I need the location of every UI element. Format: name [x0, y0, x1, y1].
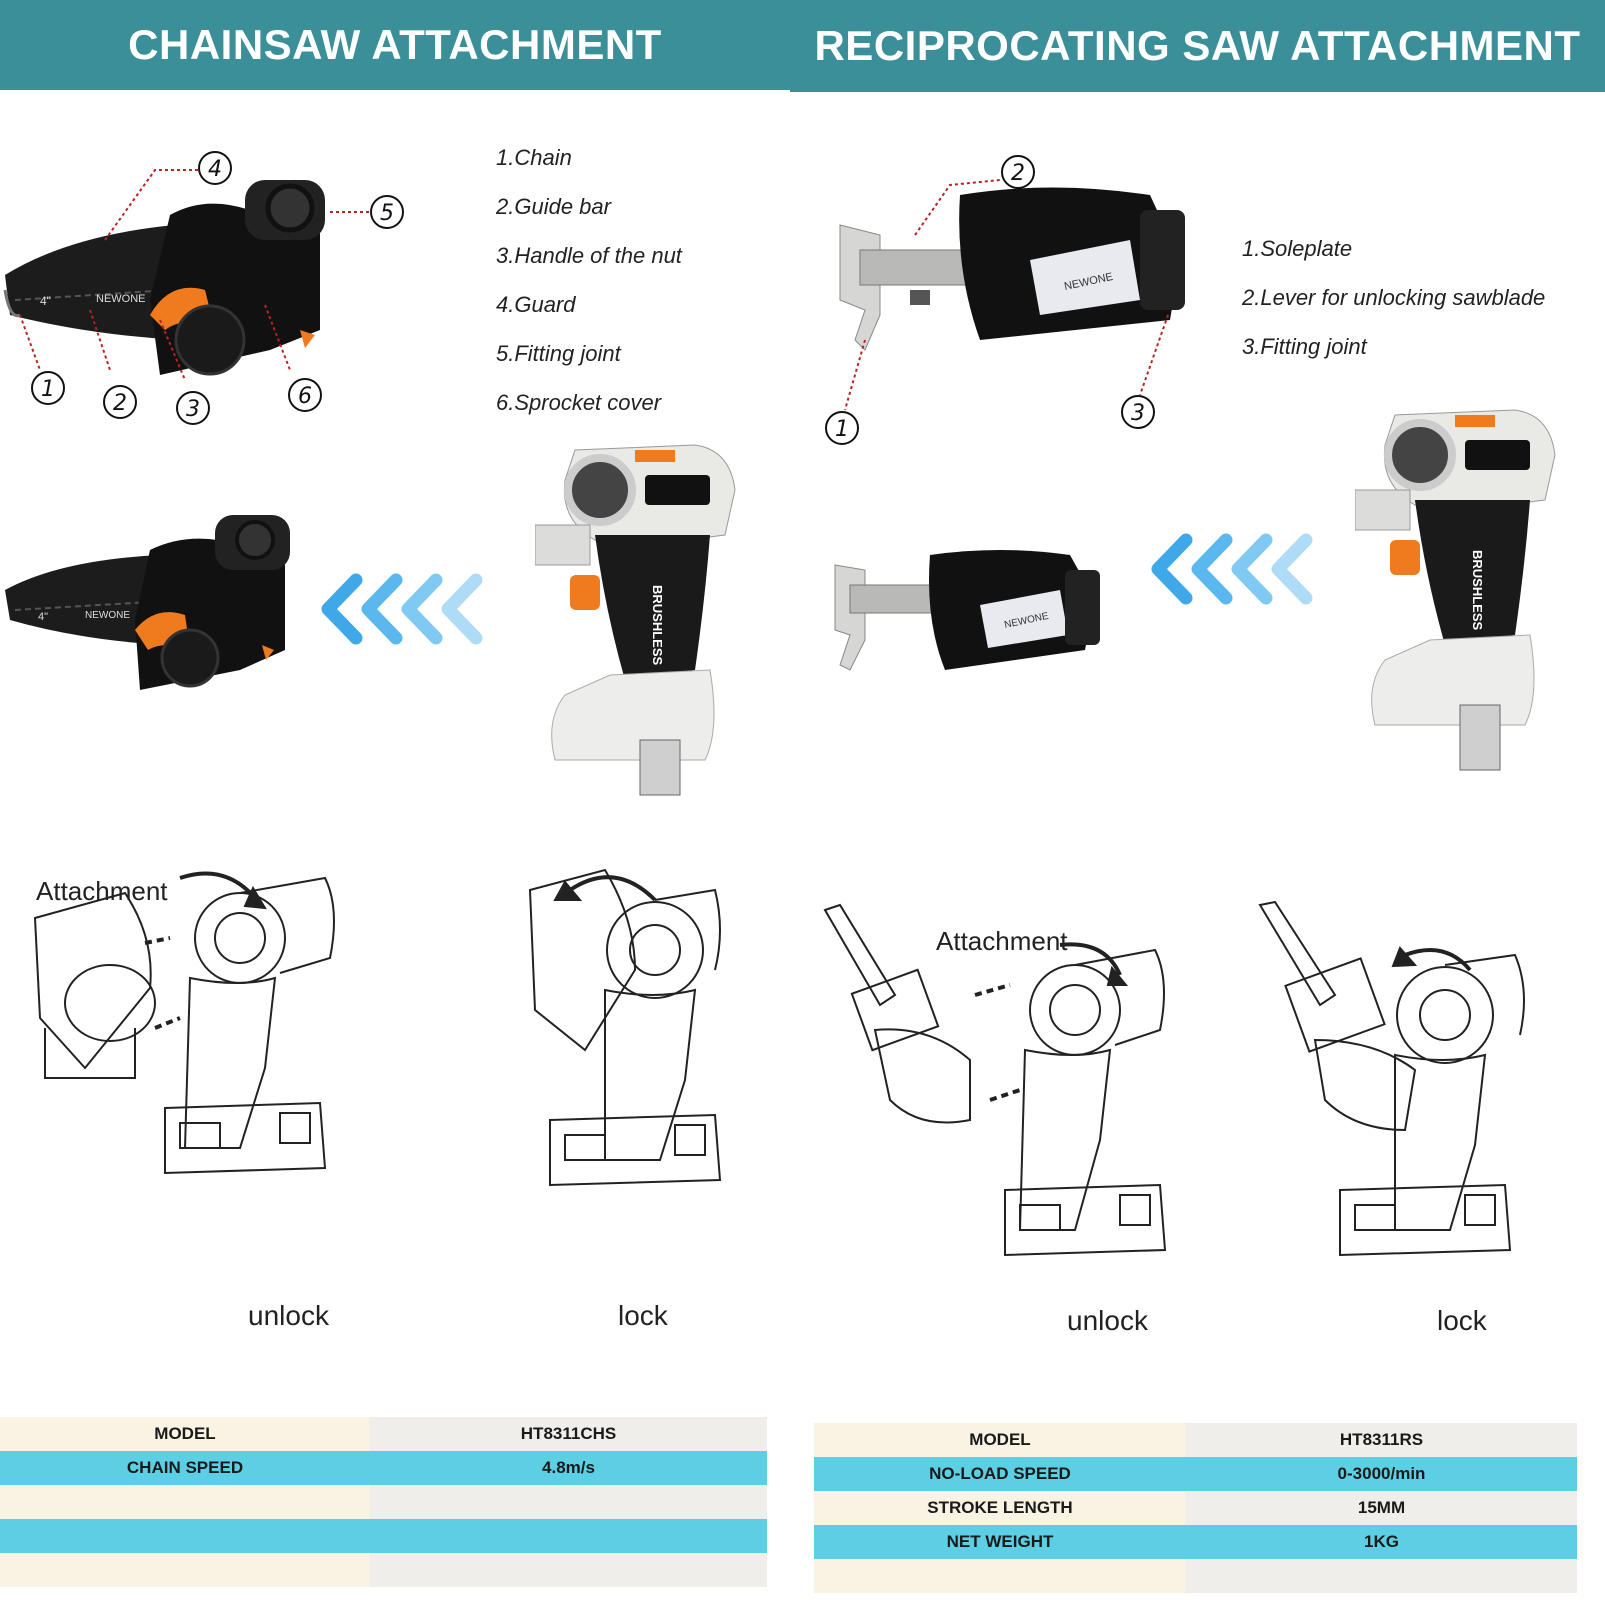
reciprocating-lock-diagram [1258, 900, 1525, 1257]
spec-value [370, 1485, 767, 1519]
chainsaw-panel: CHAINSAW ATTACHMENT 4" NEWONE 4 5 1 2 3 … [0, 0, 790, 1605]
spec-label: NET WEIGHT [814, 1525, 1186, 1559]
reciprocating-unlock-caption: unlock [1067, 1305, 1148, 1336]
blade-size: 4" [38, 611, 48, 623]
spec-value: HT8311CHS [370, 1417, 767, 1451]
blade-size: 4" [40, 294, 51, 308]
spec-row [0, 1519, 767, 1553]
spec-value [370, 1519, 767, 1553]
reciprocating-part: 1.Soleplate [1242, 236, 1353, 261]
chainsaw-title: CHAINSAW ATTACHMENT [0, 0, 790, 90]
callout-1: 1 [835, 417, 849, 442]
spec-label: CHAIN SPEED [0, 1451, 370, 1485]
callout-2: 2 [113, 391, 127, 416]
chainsaw-parts-list: 1.Chain 2.Guide bar 3.Handle of the nut … [496, 145, 682, 439]
callout-5: 5 [380, 201, 394, 226]
spec-value: HT8311RS [1186, 1423, 1577, 1457]
spec-label [0, 1519, 370, 1553]
callout-2: 2 [1011, 161, 1025, 186]
power-tool-image: BRUSHLESS [1355, 409, 1556, 771]
spec-value: 15MM [1186, 1491, 1577, 1525]
spec-label: MODEL [0, 1417, 370, 1451]
spec-value: 4.8m/s [370, 1451, 767, 1485]
brushless-label: BRUSHLESS [650, 585, 665, 666]
spec-value [370, 1553, 767, 1587]
chainsaw-lock-caption: lock [618, 1300, 668, 1331]
power-tool-image: BRUSHLESS [535, 444, 736, 796]
chainsaw-unlock-caption: unlock [248, 1300, 329, 1331]
spec-label: MODEL [814, 1423, 1186, 1457]
reciprocating-attachment-diagram: NEWONE 2 1 3 [825, 155, 1185, 445]
chainsaw-part: 3.Handle of the nut [496, 243, 682, 268]
chainsaw-part: 4.Guard [496, 292, 576, 317]
chainsaw-lock-diagram [528, 868, 722, 1187]
fitting-joint [1140, 210, 1185, 310]
chainsaw-part: 2.Guide bar [496, 194, 611, 219]
spec-row [0, 1553, 767, 1587]
callout-6: 6 [298, 384, 312, 409]
spec-value: 1KG [1186, 1525, 1577, 1559]
chainsaw-attachment-label: Attachment [36, 876, 168, 906]
spec-row [814, 1559, 1577, 1593]
chainsaw-part: 6.Sprocket cover [496, 390, 662, 415]
spec-value: 0-3000/min [1186, 1457, 1577, 1491]
chainsaw-part: 5.Fitting joint [496, 341, 621, 366]
insert-arrows-icon [1151, 533, 1313, 605]
callout-3: 3 [186, 397, 200, 422]
reciprocating-attachment-image: NEWONE [834, 550, 1100, 671]
brand-mark: NEWONE [96, 293, 146, 305]
chainsaw-attachment-image: 4" NEWONE [5, 515, 290, 690]
chain [3, 289, 21, 318]
spec-label [0, 1485, 370, 1519]
reciprocating-lock-caption: lock [1437, 1305, 1487, 1336]
callout-3: 3 [1131, 401, 1145, 426]
reciprocating-parts-list: 1.Soleplate 2.Lever for unlocking sawbla… [1242, 236, 1545, 383]
brushless-label: BRUSHLESS [1470, 550, 1485, 631]
spec-label: NO-LOAD SPEED [814, 1457, 1186, 1491]
reciprocating-part: 2.Lever for unlocking sawblade [1242, 285, 1546, 310]
spec-label: STROKE LENGTH [814, 1491, 1186, 1525]
chainsaw-attachment-diagram: 4" NEWONE 4 5 1 2 3 6 [3, 151, 404, 425]
spec-label [0, 1553, 370, 1587]
reciprocating-title: RECIPROCATING SAW ATTACHMENT [790, 0, 1605, 92]
reciprocating-panel: RECIPROCATING SAW ATTACHMENT NEWONE 2 1 … [790, 0, 1605, 1605]
insert-arrows-icon [321, 573, 483, 645]
chainsaw-unlock-diagram [33, 871, 335, 1175]
soleplate [839, 224, 881, 351]
spec-label [814, 1559, 1186, 1593]
guide-bar [5, 225, 180, 340]
brand-mark: NEWONE [85, 610, 130, 621]
spec-row [0, 1485, 767, 1519]
sprocket-cover [174, 304, 246, 376]
reciprocating-part: 3.Fitting joint [1242, 334, 1367, 359]
callout-1: 1 [41, 377, 55, 402]
reciprocating-attachment-label: Attachment [936, 926, 1068, 956]
callout-4: 4 [208, 157, 222, 182]
chainsaw-part: 1.Chain [496, 145, 572, 170]
reciprocating-unlock-diagram [823, 903, 1167, 1257]
spec-value [1186, 1559, 1577, 1593]
